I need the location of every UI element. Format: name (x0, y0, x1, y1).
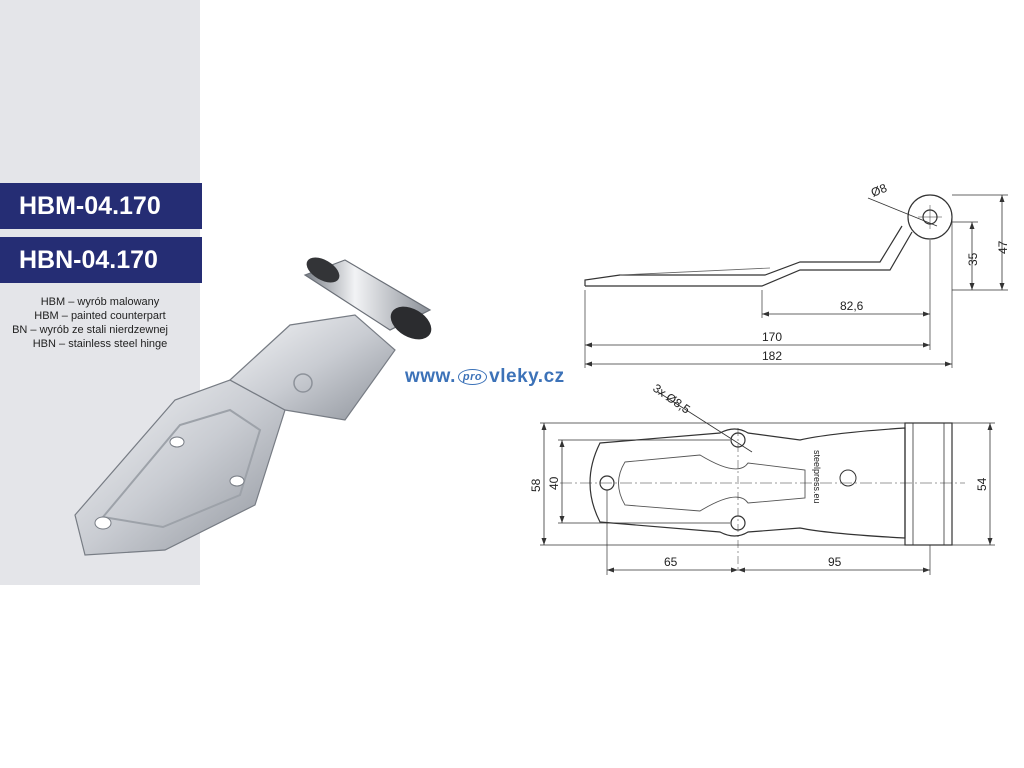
url-suffix: vleky.cz (489, 366, 565, 387)
pro-badge: pro (457, 368, 488, 385)
mounting-hole (229, 475, 245, 487)
dim-height-35: 35 (966, 252, 980, 266)
hinge-arm (228, 314, 396, 421)
description-line: BN – wyrób ze stali nierdzewnej (12, 324, 168, 336)
hinge-plate (74, 379, 286, 556)
description-line: HBM – painted counterpart (34, 310, 166, 322)
dim-length-170: 170 (762, 330, 782, 344)
mounting-hole (94, 516, 112, 530)
dim-height-47: 47 (996, 240, 1010, 254)
dim-width-40: 40 (547, 476, 561, 490)
barrel-top-cap (306, 257, 340, 283)
part-marking: steelpress.eu (812, 450, 822, 504)
product-code-hbn: HBN-04.170 (0, 237, 202, 283)
dim-holes: 3x Ø8,5 (650, 381, 693, 417)
dim-length-82-6: 82,6 (840, 299, 864, 313)
dimension-arrows (541, 195, 1005, 573)
brand-logo-icon (839, 469, 857, 487)
dim-length-182: 182 (762, 349, 782, 363)
dim-width-58: 58 (529, 478, 543, 492)
hinge-photo (74, 257, 432, 556)
mounting-hole (169, 436, 185, 448)
dim-width-54: 54 (975, 477, 989, 491)
hinge-plate-rib (101, 408, 262, 529)
side-view (584, 194, 1008, 368)
product-descriptions: HBM – wyrób malowany HBM – painted count… (0, 295, 200, 351)
description-line: HBM – wyrób malowany (40, 296, 160, 308)
brand-logo-icon (293, 373, 313, 393)
url-prefix: www. (405, 366, 456, 387)
description-line: HBN – stainless steel hinge (32, 338, 168, 350)
product-code-hbm: HBM-04.170 (0, 183, 202, 229)
top-view (540, 391, 995, 575)
dim-spacing-65: 65 (664, 555, 678, 569)
dim-pin-diameter: Ø8 (869, 181, 889, 200)
dim-spacing-95: 95 (828, 555, 842, 569)
barrel-end-cap (390, 306, 432, 340)
